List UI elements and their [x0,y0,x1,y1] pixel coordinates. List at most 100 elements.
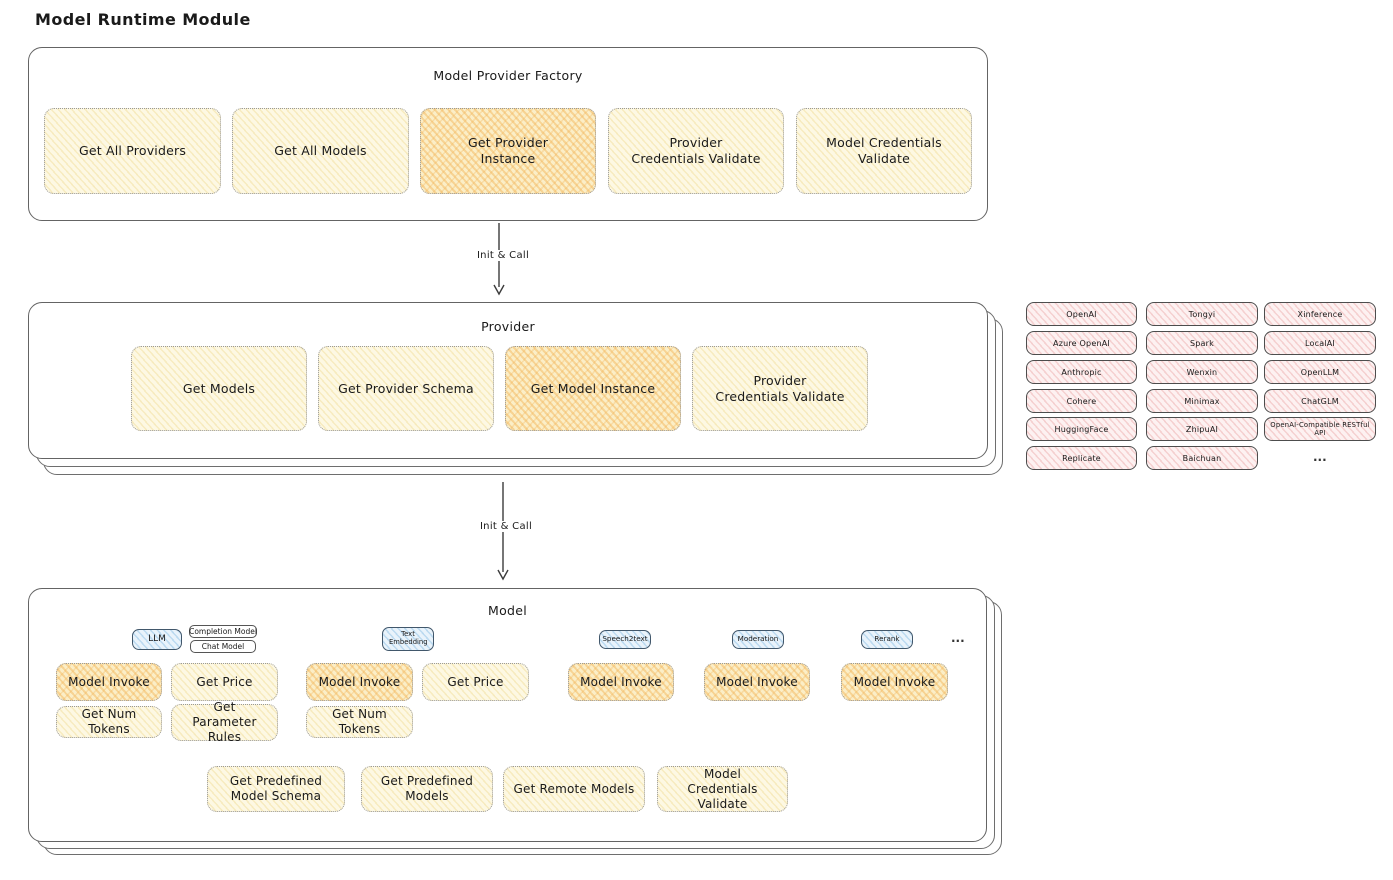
node-label: Provider Credentials Validate [631,135,761,166]
tab-label: LLM [148,634,166,645]
vendor-label: OpenAI [1066,309,1097,319]
vendor-label: OpenAI-Compatible RESTful API [1270,421,1370,437]
tab-label: Completion Model [189,627,257,636]
node-model-invoke-speech2text: Model Invoke [568,663,674,701]
node-model-credentials-validate-2: Model Credentials Validate [657,766,788,812]
node-label: Get Remote Models [513,781,635,796]
node-label: Get All Models [274,143,367,159]
vendor-label: ChatGLM [1301,396,1339,406]
vendor-minimax: Minimax [1146,389,1258,413]
node-label: Model Credentials Validate [826,135,942,166]
arrow-label-init-call-2: Init & Call [458,521,554,532]
node-get-all-providers: Get All Providers [44,108,221,194]
node-label: Get Num Tokens [332,707,387,736]
provider-panel: Provider Get Models Get Provider Schema … [28,302,988,459]
tab-rerank: Rerank [861,630,913,649]
node-get-parameter-rules: Get Parameter Rules [171,700,278,744]
factory-panel: Model Provider Factory Get All Providers… [28,47,988,221]
vendor-huggingface: HuggingFace [1026,417,1137,441]
node-label: Get Parameter Rules [192,700,257,744]
tab-text-embedding: Text Embedding [382,627,434,651]
node-get-price-llm: Get Price [171,663,278,701]
vendor-openllm: OpenLLM [1264,360,1376,384]
node-label: Get Price [447,674,504,689]
vendor-label: LocalAI [1305,338,1335,348]
node-provider-credentials-validate: Provider Credentials Validate [608,108,784,194]
node-label: Model Invoke [580,674,662,689]
node-label: Model Invoke [853,674,936,689]
model-panel-title: Model [487,603,528,618]
vendor-label: HuggingFace [1054,424,1109,434]
vendor-replicate: Replicate [1026,446,1137,470]
tab-llm: LLM [132,629,182,650]
node-label: Get Price [196,674,253,689]
tab-label: Rerank [874,634,900,644]
node-label: Model Credentials Validate [687,766,758,811]
node-get-remote-models: Get Remote Models [503,766,645,812]
node-get-model-instance: Get Model Instance [505,346,681,431]
node-label: Get Predefined Model Schema [229,774,323,803]
vendor-openai: OpenAI [1026,302,1137,326]
vendor-xinference: Xinference [1264,302,1376,326]
vendor-label: ZhipuAI [1185,424,1219,434]
node-label: Model Invoke [68,674,150,689]
node-label: Model Invoke [716,674,798,689]
node-get-num-tokens-embedding: Get Num Tokens [306,706,413,738]
arrow-label-init-call-1: Init & Call [455,250,551,261]
node-label: Get All Providers [78,143,187,159]
tab-label: Speech2text [602,634,648,644]
node-model-invoke-embedding: Model Invoke [306,663,413,701]
vendor-label: OpenLLM [1300,367,1340,377]
vendor-chatglm: ChatGLM [1264,389,1376,413]
vendor-label: Azure OpenAI [1053,338,1110,348]
vendor-localai: LocalAI [1264,331,1376,355]
node-model-invoke-rerank: Model Invoke [841,663,948,701]
arrow-provider-to-model [497,482,509,581]
node-label: Get Model Instance [530,380,656,396]
vendor-cohere: Cohere [1026,389,1137,413]
vendor-azure-openai: Azure OpenAI [1026,331,1137,355]
tab-label: Chat Model [201,642,245,651]
tab-completion-model: Completion Model [189,625,257,638]
vendor-label: Tongyi [1188,309,1216,319]
tab-chat-model: Chat Model [190,640,256,653]
node-label: Get Models [182,380,256,396]
node-get-num-tokens-llm: Get Num Tokens [56,706,162,738]
vendor-tongyi: Tongyi [1146,302,1258,326]
node-label: Get Predefined Models [380,774,474,803]
node-label: Get Num Tokens [81,707,137,736]
node-label: Provider Credentials Validate [715,372,845,404]
node-label: Get Provider Instance [467,135,549,166]
vendor-label: Anthropic [1061,367,1102,377]
vendor-zhipuai: ZhipuAI [1146,417,1258,441]
node-provider-credentials-validate-2: Provider Credentials Validate [692,346,868,431]
node-get-predefined-model-schema: Get Predefined Model Schema [207,766,345,812]
vendors-ellipsis: ... [1313,450,1327,464]
node-get-provider-instance: Get Provider Instance [420,108,596,194]
node-label: Model Invoke [318,674,401,689]
vendor-anthropic: Anthropic [1026,360,1137,384]
vendor-label: Spark [1190,338,1214,348]
vendor-label: Minimax [1184,396,1220,406]
node-model-invoke-llm: Model Invoke [56,663,162,701]
tab-speech2text: Speech2text [599,630,651,649]
node-get-provider-schema: Get Provider Schema [318,346,494,431]
provider-panel-title: Provider [481,319,535,334]
vendor-baichuan: Baichuan [1146,446,1258,470]
vendor-label: Cohere [1066,396,1097,406]
provider-stack: Provider Get Models Get Provider Schema … [28,302,1003,475]
node-get-all-models: Get All Models [232,108,409,194]
tabs-ellipsis: ... [951,631,965,645]
node-label: Get Provider Schema [338,380,474,396]
vendor-spark: Spark [1146,331,1258,355]
vendor-label: Xinference [1297,309,1343,319]
node-get-predefined-models: Get Predefined Models [361,766,493,812]
vendor-openai-compatible: OpenAI-Compatible RESTful API [1264,417,1376,441]
node-get-price-embedding: Get Price [422,663,529,701]
tab-label: Moderation [737,634,779,644]
vendor-label: Baichuan [1182,453,1222,463]
factory-panel-title: Model Provider Factory [433,68,583,83]
node-model-credentials-validate: Model Credentials Validate [796,108,972,194]
model-panel: Model LLM Completion Model Chat Model Te… [28,588,987,842]
